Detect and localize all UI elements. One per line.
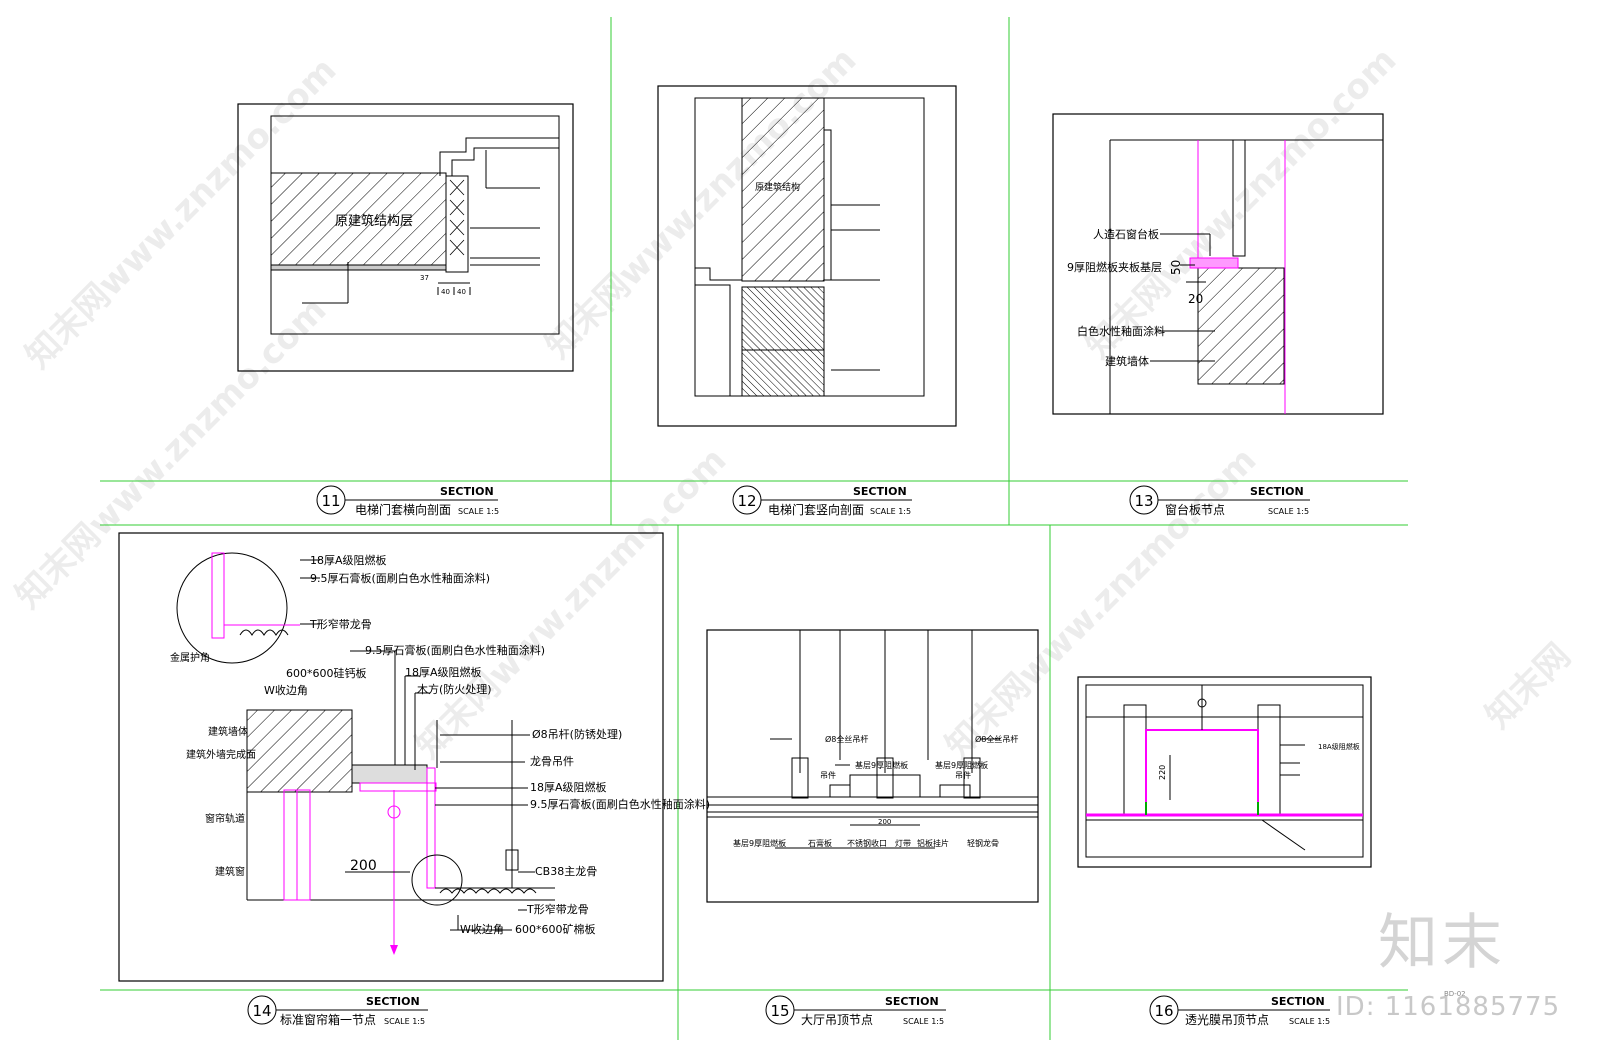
d14-label-10: 建筑外墙完成面 bbox=[186, 748, 256, 761]
d15-label-6: 200 bbox=[878, 818, 891, 826]
d13-label-3: 建筑墙体 bbox=[1105, 354, 1149, 368]
d12-label-0: 原建筑结构 bbox=[755, 181, 800, 193]
title-block-12: 12 SECTION 电梯门套竖向剖面 SCALE 1:5 bbox=[732, 485, 912, 517]
detail-16: 18A级阻燃板 220 bbox=[1077, 676, 1372, 868]
d14-label-8: 木方(防火处理) bbox=[417, 682, 492, 696]
section-label-11: SECTION bbox=[440, 485, 494, 498]
section-label-14: SECTION bbox=[366, 995, 420, 1008]
d15-label-2: 吊件 bbox=[820, 770, 836, 780]
d14-label-13: 18厚A级阻燃板 bbox=[530, 780, 607, 794]
detail-scale-11: SCALE 1:5 bbox=[458, 507, 499, 516]
title-block-15: 15 SECTION 大厅吊顶节点 SCALE 1:5 bbox=[765, 995, 946, 1027]
title-block-16: 16 SECTION 透光膜吊顶节点 SCALE 1:5 bbox=[1149, 995, 1330, 1027]
detail-title-14: 标准窗帘箱一节点 bbox=[280, 1012, 376, 1027]
d13-label-0: 人造石窗台板 bbox=[1093, 227, 1159, 241]
detail-number-15: 15 bbox=[770, 1002, 789, 1020]
d14-label-11: Ø8吊杆(防锈处理) bbox=[532, 727, 622, 741]
detail-number-11: 11 bbox=[321, 492, 340, 510]
d13-label-4: 50 bbox=[1169, 260, 1183, 275]
d14-label-20: W收边角 bbox=[460, 922, 504, 936]
detail-14: 18厚A级阻燃板 9.5厚石膏板(面刷白色水性釉面涂料) T形窄带龙骨 金属护角… bbox=[118, 532, 710, 982]
detail-scale-14: SCALE 1:5 bbox=[384, 1017, 425, 1026]
detail-12: 原建筑结构 bbox=[657, 85, 957, 427]
d16-label-0: 18A级阻燃板 bbox=[1318, 742, 1360, 751]
detail-number-12: 12 bbox=[737, 492, 756, 510]
d16-label-1: 220 bbox=[1158, 765, 1167, 780]
detail-13: 人造石窗台板 9厚阻燃板夹板基层 白色水性釉面涂料 建筑墙体 50 20 bbox=[1052, 113, 1384, 415]
title-block-14: 14 SECTION 标准窗帘箱一节点 SCALE 1:5 bbox=[247, 995, 428, 1027]
d14-label-17: 200 bbox=[350, 858, 377, 874]
title-block-11: 11 SECTION 电梯门套横向剖面 SCALE 1:5 bbox=[316, 485, 499, 517]
d11-label-3: 40 bbox=[457, 288, 466, 296]
d11-label-1: 37 bbox=[420, 274, 429, 282]
d14-label-18: CB38主龙骨 bbox=[535, 865, 597, 878]
detail-15: Ø8全丝吊杆 Ø8全丝吊杆 吊件 吊件 基层9厚阻燃板 基层9厚阻燃板 200 … bbox=[706, 629, 1039, 903]
section-label-12: SECTION bbox=[853, 485, 907, 498]
detail-number-14: 14 bbox=[252, 1002, 271, 1020]
detail-scale-16: SCALE 1:5 bbox=[1289, 1017, 1330, 1026]
d14-label-16: 建筑窗 bbox=[215, 865, 245, 878]
d15-label-8: 石膏板 bbox=[808, 838, 832, 848]
detail-scale-15: SCALE 1:5 bbox=[903, 1017, 944, 1026]
detail-scale-13: SCALE 1:5 bbox=[1268, 507, 1309, 516]
d15-label-11: 铝板挂片 bbox=[917, 838, 949, 848]
d15-label-7: 基层9厚阻燃板 bbox=[733, 838, 786, 848]
d14-label-1: 9.5厚石膏板(面刷白色水性釉面涂料) bbox=[310, 571, 490, 585]
d13-label-2: 白色水性釉面涂料 bbox=[1077, 324, 1165, 338]
d15-label-0: Ø8全丝吊杆 bbox=[825, 734, 868, 744]
d14-label-12: 龙骨吊件 bbox=[530, 755, 574, 768]
section-label-15: SECTION bbox=[885, 995, 939, 1008]
detail-title-11: 电梯门套横向剖面 bbox=[355, 502, 451, 517]
detail-number-13: 13 bbox=[1134, 492, 1153, 510]
d13-label-1: 9厚阻燃板夹板基层 bbox=[1067, 260, 1162, 274]
detail-11: 原建筑结构层 37 40 40 bbox=[237, 103, 574, 372]
svg-text:知末网: 知末网 bbox=[1478, 636, 1578, 736]
d14-label-6: 9.5厚石膏板(面刷白色水性釉面涂料) bbox=[365, 643, 545, 657]
detail-scale-12: SCALE 1:5 bbox=[870, 507, 911, 516]
d11-label-2: 40 bbox=[441, 288, 450, 296]
d14-label-7: 18厚A级阻燃板 bbox=[405, 665, 482, 679]
d14-label-15: 窗帘轨道 bbox=[205, 812, 245, 825]
section-label-13: SECTION bbox=[1250, 485, 1304, 498]
d14-label-9: 建筑墙体 bbox=[208, 725, 248, 738]
d15-label-1: Ø8全丝吊杆 bbox=[975, 734, 1018, 744]
d15-label-10: 灯带 bbox=[895, 838, 911, 848]
d13-label-5: 20 bbox=[1188, 292, 1203, 306]
d15-label-9: 不锈钢收口 bbox=[847, 838, 887, 848]
d14-label-2: T形窄带龙骨 bbox=[309, 617, 372, 631]
sheet-code: BD-02 bbox=[1444, 990, 1466, 998]
d14-label-5: W收边角 bbox=[264, 683, 308, 697]
d14-label-21: 600*600矿棉板 bbox=[515, 922, 596, 936]
brand-id: ID: 1161885775 bbox=[1336, 992, 1561, 1022]
detail-title-13: 窗台板节点 bbox=[1165, 502, 1225, 517]
d14-label-4: 600*600硅钙板 bbox=[286, 666, 367, 680]
brand-logo: 知末 bbox=[1378, 908, 1506, 978]
title-block-13: 13 SECTION 窗台板节点 SCALE 1:5 bbox=[1129, 485, 1310, 517]
d14-label-14: 9.5厚石膏板(面刷白色水性釉面涂料) bbox=[530, 797, 710, 811]
d14-label-0: 18厚A级阻燃板 bbox=[310, 553, 387, 567]
d15-label-5: 基层9厚阻燃板 bbox=[935, 760, 988, 770]
d14-label-3: 金属护角 bbox=[170, 651, 210, 664]
detail-title-16: 透光膜吊顶节点 bbox=[1185, 1013, 1269, 1027]
d15-label-12: 轻钢龙骨 bbox=[967, 838, 999, 848]
d15-label-3: 吊件 bbox=[955, 770, 971, 780]
d14-label-19: T形窄带龙骨 bbox=[526, 902, 589, 916]
detail-title-15: 大厅吊顶节点 bbox=[801, 1013, 873, 1027]
d11-label-0: 原建筑结构层 bbox=[335, 213, 413, 229]
section-label-16: SECTION bbox=[1271, 995, 1325, 1008]
detail-number-16: 16 bbox=[1154, 1002, 1173, 1020]
detail-title-12: 电梯门套竖向剖面 bbox=[768, 502, 864, 517]
sheet-grid bbox=[100, 17, 1408, 1040]
d15-label-4: 基层9厚阻燃板 bbox=[855, 760, 908, 770]
